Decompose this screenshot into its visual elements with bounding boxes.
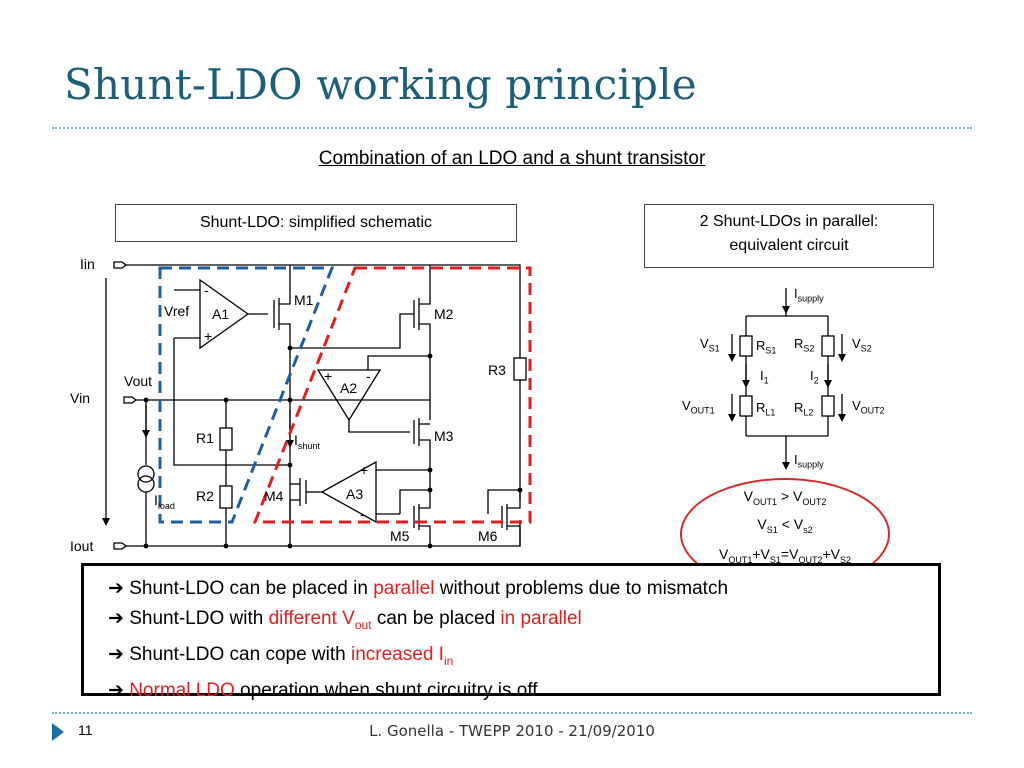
a2-opamp xyxy=(316,369,382,422)
condition-sum: VOUT1+VS1=VOUT2+VS2 xyxy=(719,546,851,565)
iin-terminal xyxy=(113,261,128,269)
iload-label: Iload xyxy=(154,492,175,511)
schematic-caption-box: Shunt-LDO: simplified schematic xyxy=(115,204,517,242)
ldo-region-outline xyxy=(158,266,335,524)
a1-plus: + xyxy=(204,328,213,344)
rs1-label: RS1 xyxy=(756,338,777,356)
bullet-1: ➔ Shunt-LDO can be placed in parallel wi… xyxy=(108,578,729,599)
equivalent-caption-box: 2 Shunt-LDOs in parallel: equivalent cir… xyxy=(644,204,934,268)
r2-label: R2 xyxy=(196,488,214,504)
iload-source xyxy=(137,465,155,483)
a2-minus: - xyxy=(366,368,371,384)
equivalent-caption-line1: 2 Shunt-LDOs in parallel: xyxy=(699,213,879,230)
condition-vs: VS1 < Vs2 xyxy=(757,516,813,535)
vout2-label: VOUT2 xyxy=(852,398,885,416)
a3-plus: + xyxy=(360,462,369,478)
footer-divider xyxy=(52,712,972,714)
m4-label: M4 xyxy=(264,488,284,504)
a3-opamp xyxy=(320,460,377,524)
rs2-resistor xyxy=(821,335,835,357)
iin-label: Iin xyxy=(80,256,95,272)
iout-terminal xyxy=(113,542,128,550)
m5-label: M5 xyxy=(390,528,410,544)
ishunt-label: Ishunt xyxy=(294,432,320,451)
a3-minus: - xyxy=(360,506,365,522)
a1-opamp xyxy=(199,278,250,350)
a2-plus: + xyxy=(324,368,333,384)
rs2-label: RS2 xyxy=(794,336,815,354)
footer-triangle-icon xyxy=(52,723,64,741)
bullet-4: ➔ Normal LDO operation when shunt circui… xyxy=(108,679,538,701)
shunt-region-outline xyxy=(252,266,532,524)
vout-label: Vout xyxy=(124,373,153,389)
r2-resistor xyxy=(219,485,233,509)
r1-resistor xyxy=(219,427,233,451)
subtitle: Combination of an LDO and a shunt transi… xyxy=(318,148,706,169)
m2-label: M2 xyxy=(434,306,454,322)
a2-label: A2 xyxy=(340,380,358,396)
rl2-resistor xyxy=(821,395,835,417)
rl1-resistor xyxy=(739,395,753,417)
rl1-label: RL1 xyxy=(756,400,776,418)
vout-terminal xyxy=(123,396,138,404)
page-number: 11 xyxy=(78,722,93,738)
isupply-bottom-label: Isupply xyxy=(794,452,824,470)
iout-label: Iout xyxy=(70,538,94,554)
vs2-label: VS2 xyxy=(852,336,872,354)
a1-minus: - xyxy=(204,282,209,298)
a1-label: A1 xyxy=(212,306,230,322)
i1-label: I1 xyxy=(760,368,769,386)
i2-label: I2 xyxy=(810,368,819,386)
condition-vout: VOUT1 > VOUT2 xyxy=(743,488,827,507)
vin-label: Vin xyxy=(70,390,90,406)
m3-label: M3 xyxy=(434,428,454,444)
vref-label: Vref xyxy=(164,303,190,319)
slide-title: Shunt-LDO working principle xyxy=(64,60,697,109)
rs1-resistor xyxy=(739,335,753,357)
m6-label: M6 xyxy=(478,528,498,544)
vout1-label: VOUT1 xyxy=(682,398,715,416)
a3-label: A3 xyxy=(346,486,364,502)
equivalent-caption-line2: equivalent circuit xyxy=(729,237,849,254)
footer-text: L. Gonella - TWEPP 2010 - 21/09/2010 xyxy=(369,722,655,740)
key-points-box: ➔ Shunt-LDO can be placed in parallel wi… xyxy=(81,563,941,701)
m1-label: M1 xyxy=(294,292,314,308)
rl2-label: RL2 xyxy=(794,400,814,418)
title-divider xyxy=(52,127,972,129)
r1-label: R1 xyxy=(196,430,214,446)
r3-resistor xyxy=(513,357,527,381)
r3-label: R3 xyxy=(488,362,506,378)
vs1-label: VS1 xyxy=(700,336,720,354)
isupply-top-label: Isupply xyxy=(794,286,824,304)
bullet-2: ➔ Shunt-LDO with different Vout can be p… xyxy=(108,608,582,632)
bullet-3: ➔ Shunt-LDO can cope with increased Iin xyxy=(108,643,454,668)
